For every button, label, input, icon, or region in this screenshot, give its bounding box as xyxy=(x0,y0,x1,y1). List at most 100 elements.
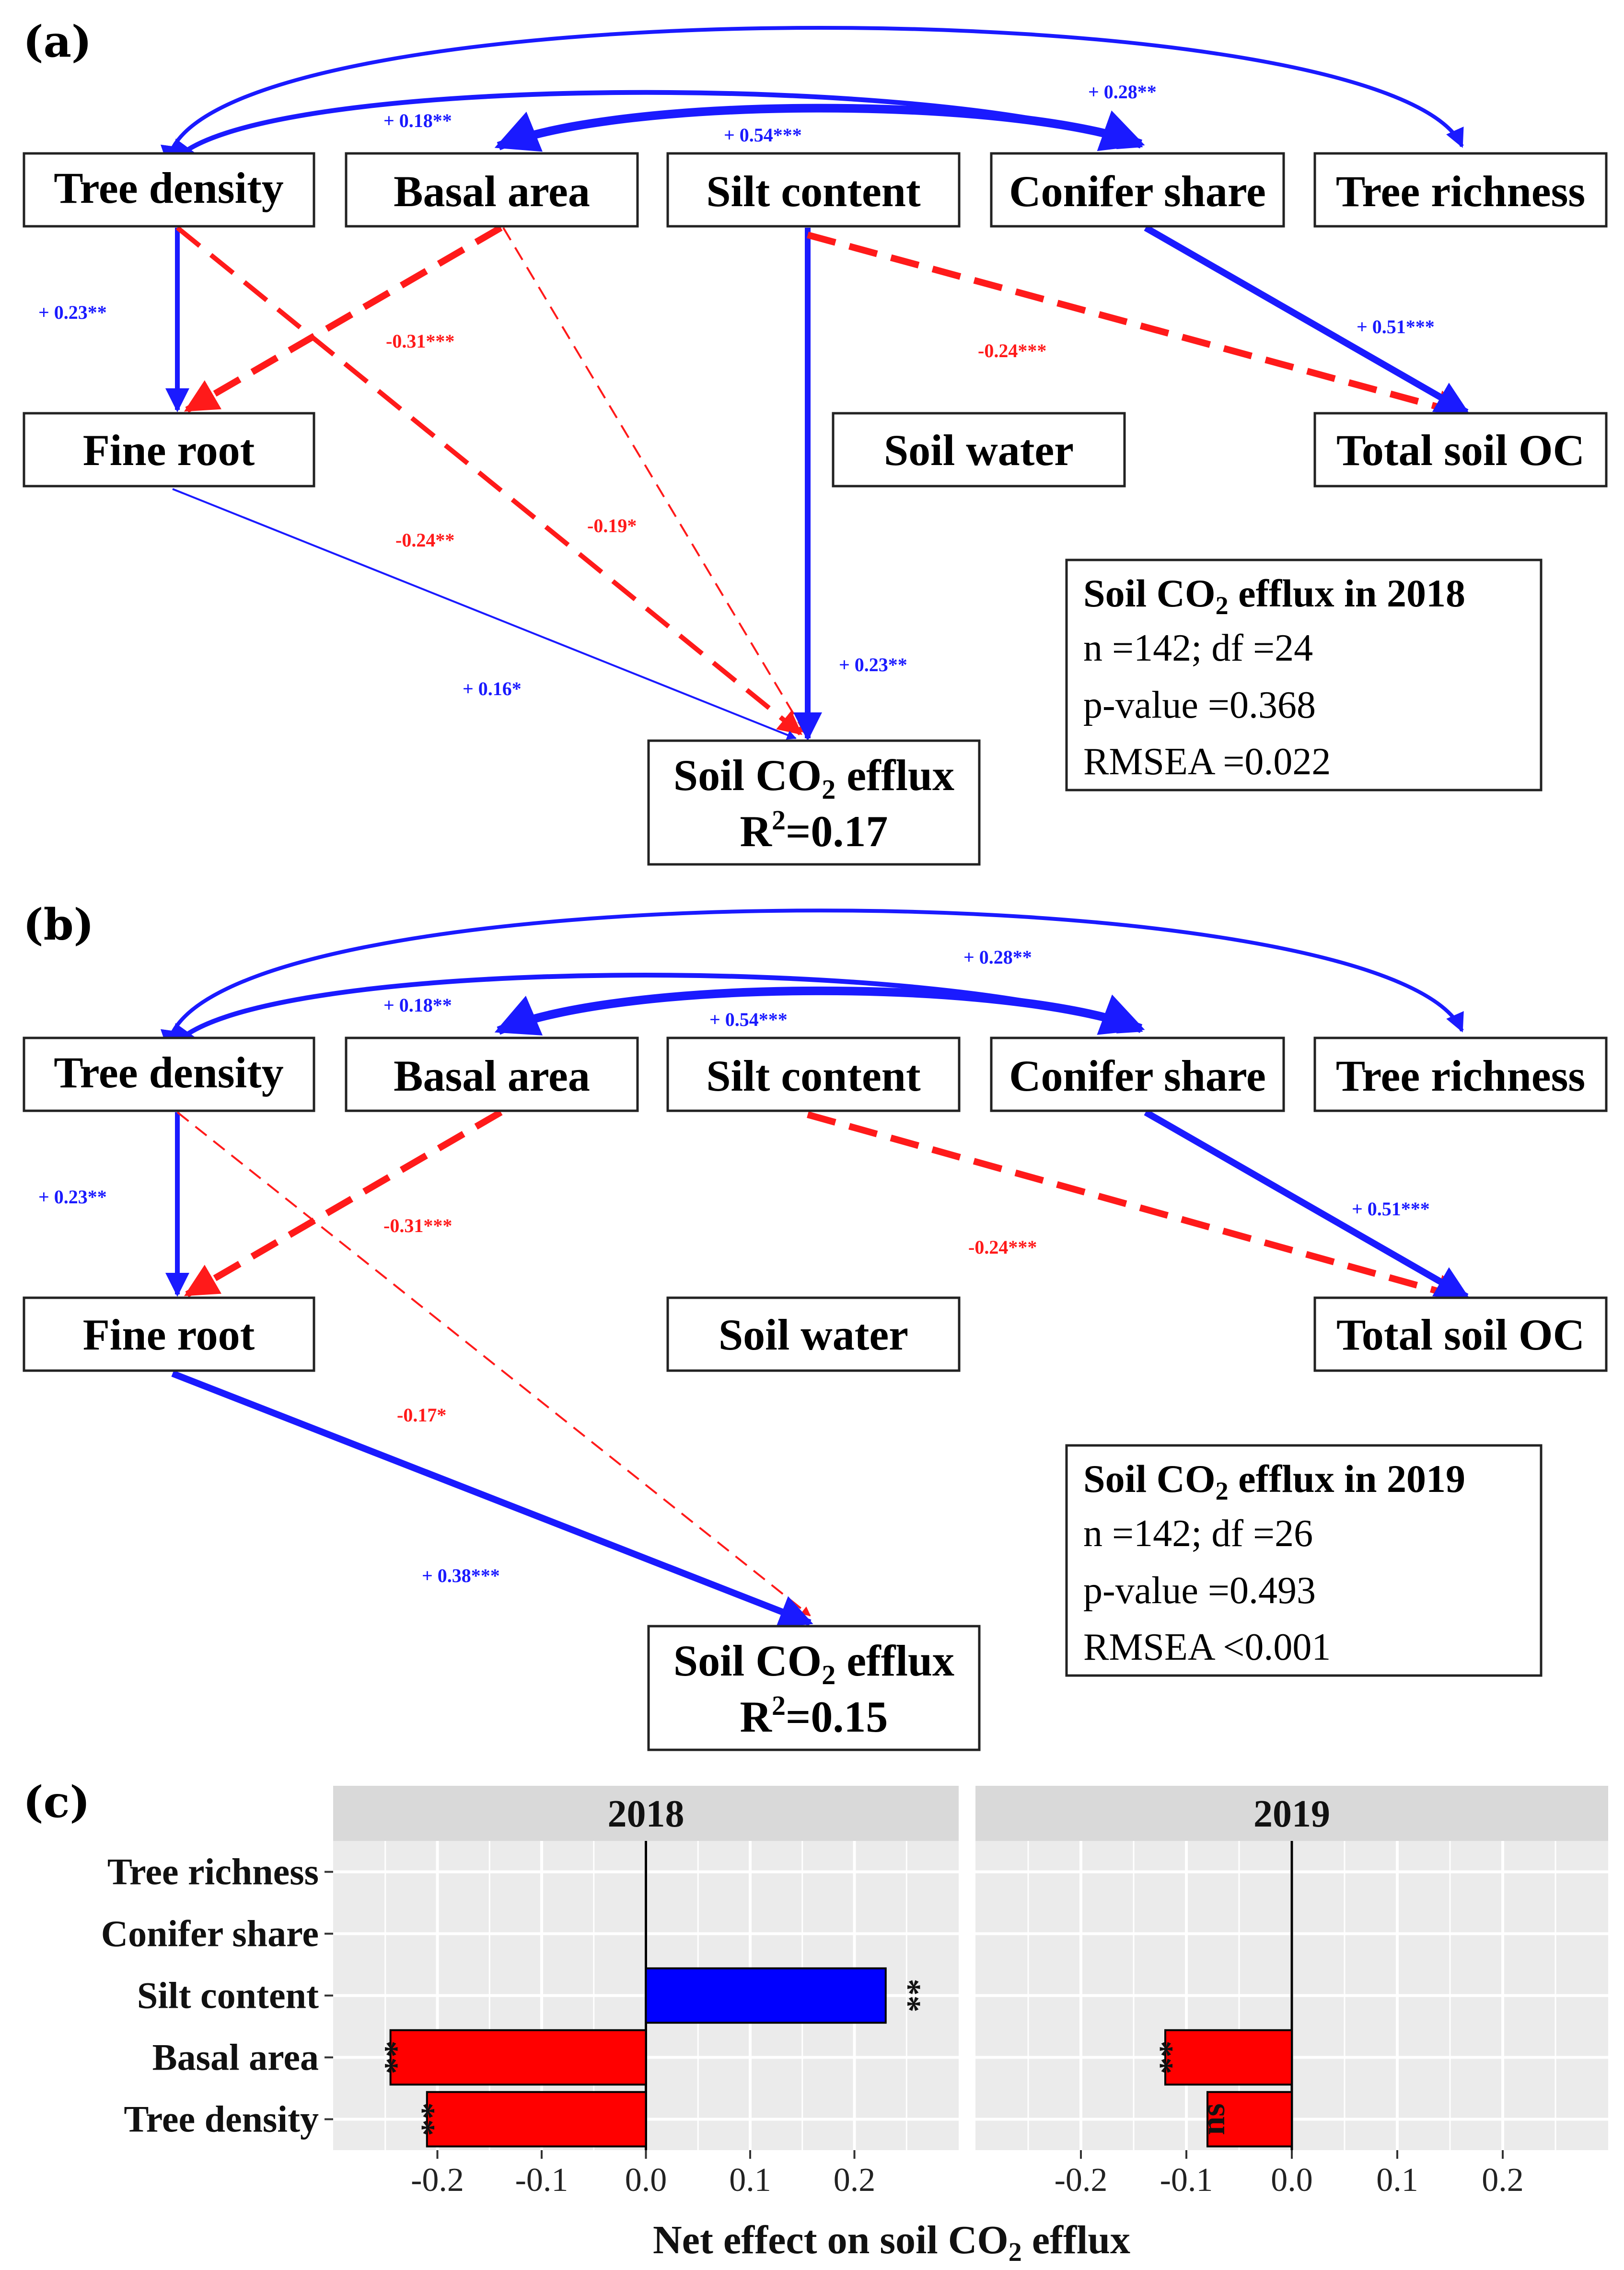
signif-label: ** xyxy=(378,2041,415,2074)
x-axis-title: Net effect on soil CO2 efflux xyxy=(653,2218,1130,2267)
coef-a-sc-ef: + 0.23** xyxy=(839,654,907,675)
coef-b-td-fr: + 0.23** xyxy=(38,1186,107,1208)
x-tick-label: -0.2 xyxy=(411,2162,464,2199)
bar-2019-basal-area xyxy=(1164,2029,1293,2086)
svg-text:Soil CO2 efflux in 2018: Soil CO2 efflux in 2018 xyxy=(1083,571,1465,620)
svg-text:Soil CO2 efflux: Soil CO2 efflux xyxy=(673,751,954,805)
node-b-basal-area: Basal area xyxy=(345,1036,639,1112)
signif-label: ** xyxy=(890,1979,927,2013)
path-b-td-tr xyxy=(161,908,1464,1049)
panel-a-label: (a) xyxy=(23,16,92,67)
svg-text:Tree richness: Tree richness xyxy=(1336,167,1585,216)
svg-text:Soil CO2 efflux in 2019: Soil CO2 efflux in 2019 xyxy=(1083,1457,1465,1505)
node-tree-density: Tree density xyxy=(23,152,315,228)
panel-b-label: (b) xyxy=(23,899,94,950)
path-b-cs-oc xyxy=(1144,1109,1470,1300)
coef-b-td-ef: -0.17* xyxy=(397,1404,446,1426)
bar-2018-tree-density xyxy=(426,2091,647,2148)
node-silt-content: Silt content xyxy=(666,152,961,228)
fit-2018-p: p-value =0.368 xyxy=(1083,684,1316,726)
path-b-ba-cs xyxy=(494,986,1145,1036)
signif-label: ns xyxy=(1195,2103,1232,2135)
svg-text:R2=0.17: R2=0.17 xyxy=(740,804,888,856)
svg-text:Silt content: Silt content xyxy=(706,1051,921,1100)
panel-a-nodes: Tree density Basal area Silt content Con… xyxy=(23,152,1608,866)
fit-2019-rmsea: RMSEA <0.001 xyxy=(1083,1626,1331,1668)
coef-a-ba-fr: -0.31*** xyxy=(386,330,454,352)
signif-label: ** xyxy=(415,2103,452,2136)
node-b-soil-water: Soil water xyxy=(666,1296,961,1372)
coef-b-td-cs: + 0.28** xyxy=(963,946,1032,968)
coef-b-fr-ef: + 0.38*** xyxy=(422,1565,500,1586)
fit-2018-n: n =142; df =24 xyxy=(1083,627,1313,669)
panel-b: (b) + 0.28** + 0.18** + 0.54*** + 0.23**… xyxy=(23,899,1608,1751)
path-a-sc-oc xyxy=(807,232,1470,423)
svg-text:Basal area: Basal area xyxy=(394,167,590,216)
coef-b-sc-oc: -0.24*** xyxy=(968,1236,1037,1258)
x-tick-label: 0.2 xyxy=(1482,2162,1524,2199)
coef-a-ba-cs: + 0.54*** xyxy=(724,124,802,146)
y-tick-label: Silt content xyxy=(137,1975,319,2016)
coef-a-td-fr: + 0.23** xyxy=(38,302,107,323)
path-a-cs-oc xyxy=(1144,224,1470,416)
coef-b-ba-fr: -0.31*** xyxy=(383,1215,452,1236)
path-b-fr-ef xyxy=(171,1370,813,1628)
signif-label: ** xyxy=(1153,2041,1190,2074)
node-b-efflux: Soil CO2 efflux R2=0.15 xyxy=(647,1625,981,1751)
path-a-ba-ef xyxy=(502,227,806,734)
coef-b-td-ba: + 0.18** xyxy=(383,994,452,1016)
svg-text:Tree richness: Tree richness xyxy=(1336,1051,1585,1100)
node-tree-richness: Tree richness xyxy=(1313,152,1608,228)
svg-text:Tree density: Tree density xyxy=(54,163,284,212)
path-b-ba-fr xyxy=(184,1109,503,1298)
panel-a-covariances: + 0.28** + 0.18** + 0.54*** xyxy=(161,25,1464,165)
svg-text:Total soil OC: Total soil OC xyxy=(1336,426,1585,475)
path-a-ba-fr xyxy=(184,224,503,413)
coef-a-td-ba: + 0.18** xyxy=(383,110,452,131)
node-basal-area: Basal area xyxy=(345,152,639,228)
coef-a-fr-ef: + 0.16* xyxy=(463,678,522,699)
x-tick-label: 0.0 xyxy=(625,2162,667,2199)
coef-b-cs-oc: + 0.51*** xyxy=(1352,1198,1430,1220)
svg-text:Soil CO2 efflux: Soil CO2 efflux xyxy=(673,1636,954,1690)
svg-text:Conifer share: Conifer share xyxy=(1009,167,1266,216)
svg-text:Silt content: Silt content xyxy=(706,167,921,216)
node-b-silt-content: Silt content xyxy=(666,1036,961,1112)
svg-text:Tree density: Tree density xyxy=(54,1048,284,1097)
panel-a: (a) + 0.28** + 0.18** + 0.54*** + 0.23**… xyxy=(23,16,1608,866)
node-soil-water: Soil water xyxy=(832,412,1126,488)
path-b-sc-oc xyxy=(807,1111,1470,1307)
path-tree-density-tree-richness xyxy=(161,25,1464,165)
node-b-fine-root: Fine root xyxy=(23,1296,315,1372)
coef-a-cs-oc: + 0.51*** xyxy=(1357,316,1435,338)
node-b-total-soil-oc: Total soil OC xyxy=(1313,1296,1608,1372)
y-tick-label: Basal area xyxy=(152,2037,319,2078)
node-fine-root: Fine root xyxy=(23,412,315,488)
node-b-tree-richness: Tree richness xyxy=(1313,1036,1608,1112)
x-tick-label: 0.2 xyxy=(834,2162,876,2199)
y-tick-label: Conifer share xyxy=(101,1913,319,1955)
node-total-soil-oc: Total soil OC xyxy=(1313,412,1608,488)
coef-a-ba-ef: -0.19* xyxy=(587,515,637,536)
coef-a-sc-oc: -0.24*** xyxy=(978,340,1046,361)
panel-b-covariances: + 0.28** + 0.18** + 0.54*** xyxy=(161,908,1464,1050)
svg-text:Fine root: Fine root xyxy=(83,426,255,475)
panel-c-label: (c) xyxy=(23,1777,90,1828)
fit-2019-n: n =142; df =26 xyxy=(1083,1513,1313,1555)
x-tick-label: -0.2 xyxy=(1055,2162,1108,2199)
fit-box-2019: Soil CO2 efflux in 2019 n =142; df =26 p… xyxy=(1065,1444,1543,1677)
coef-a-td-ef: -0.24** xyxy=(395,529,454,551)
x-tick-label: 0.0 xyxy=(1271,2162,1313,2199)
fit-2018-rmsea: RMSEA =0.022 xyxy=(1083,741,1331,783)
x-tick-label: 0.1 xyxy=(1376,2162,1418,2199)
facet-strip-1 xyxy=(975,1786,1608,1841)
coef-a-td-cs: + 0.28** xyxy=(1088,81,1157,103)
svg-text:Total soil OC: Total soil OC xyxy=(1336,1310,1585,1359)
path-a-td-ef xyxy=(175,226,802,735)
coef-b-ba-cs: + 0.54*** xyxy=(709,1009,788,1030)
path-basal-area-conifer-share xyxy=(494,104,1145,152)
node-b-tree-density: Tree density xyxy=(23,1036,315,1112)
